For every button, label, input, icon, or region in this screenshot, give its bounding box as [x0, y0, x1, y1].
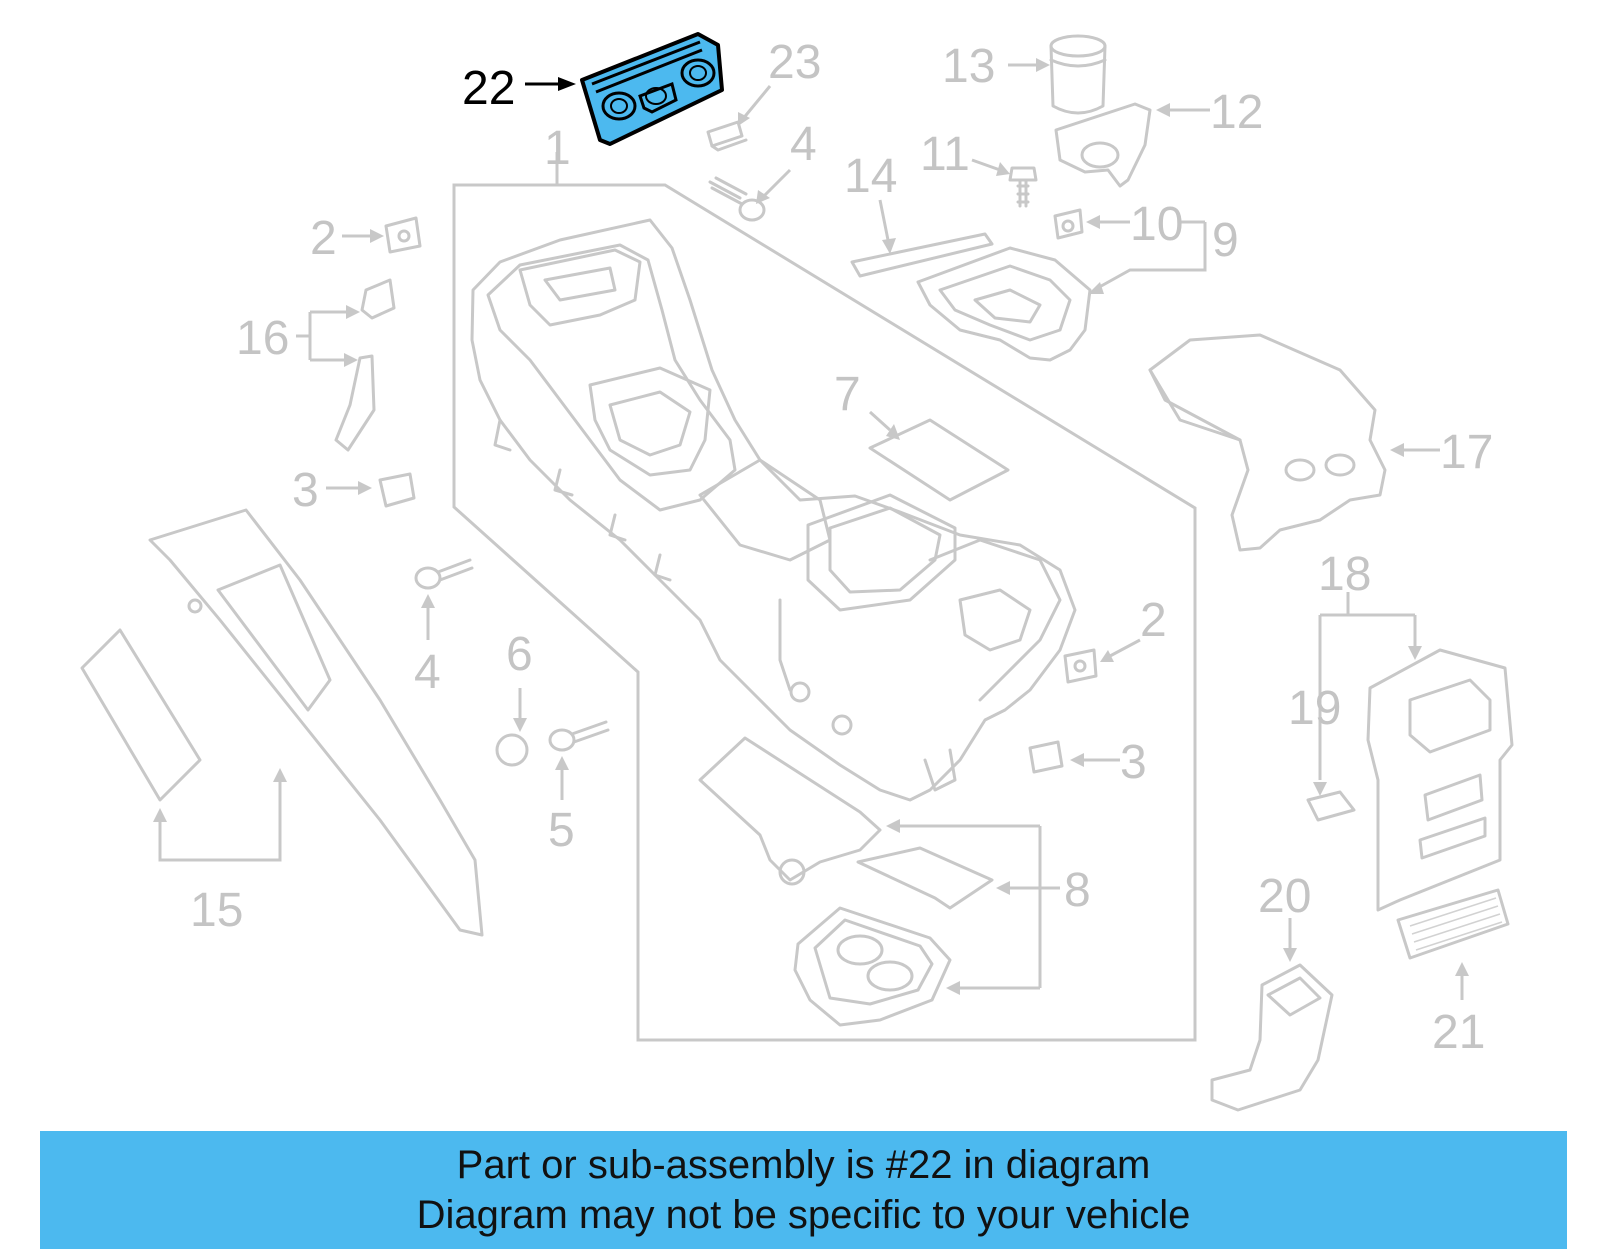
- leader-18: [1318, 592, 1417, 780]
- leader-16: [296, 310, 348, 362]
- callout-9[interactable]: 9: [1212, 214, 1239, 267]
- arrow-12: [1156, 103, 1170, 117]
- callout-3-left[interactable]: 3: [292, 464, 319, 517]
- part-7-mat: [868, 418, 1010, 502]
- arrow-9: [1088, 282, 1104, 294]
- leader-11: [971, 158, 1001, 172]
- part-13-cup: [1049, 34, 1107, 115]
- part-4-screw-left: [414, 558, 474, 590]
- part-3-clip-right: [1028, 740, 1064, 774]
- part-22-highlighted[interactable]: [580, 32, 724, 146]
- callout-1[interactable]: 1: [544, 122, 571, 175]
- banner-line-part: Part or sub-assembly is #22 in diagram: [456, 1143, 1151, 1187]
- arrow-4-left: [421, 594, 435, 608]
- callout-8[interactable]: 8: [1064, 864, 1091, 917]
- leader-7: [868, 410, 892, 432]
- callout-23[interactable]: 23: [768, 36, 821, 89]
- part-19-clip: [1306, 790, 1356, 822]
- callout-11[interactable]: 11: [920, 128, 970, 181]
- leader-2-right: [1109, 638, 1141, 658]
- part-17-armrest: [1148, 333, 1387, 552]
- part-3-clip-left: [378, 472, 416, 508]
- callout-4-top[interactable]: 4: [790, 118, 817, 171]
- center-console-drawing: [470, 218, 1077, 802]
- callout-17[interactable]: 17: [1440, 426, 1493, 479]
- leader-4-top: [760, 168, 792, 200]
- leader-9: [1093, 220, 1207, 292]
- callout-14[interactable]: 14: [844, 150, 897, 203]
- callout-6[interactable]: 6: [506, 628, 533, 681]
- callout-21[interactable]: 21: [1432, 1006, 1485, 1059]
- part-15-trim-panel: [80, 508, 484, 937]
- part-9-tray: [916, 246, 1092, 362]
- arrow-22: [558, 77, 576, 91]
- part-21-grille: [1396, 888, 1510, 960]
- part-4-screw-top: [708, 176, 766, 222]
- callout-15[interactable]: 15: [190, 884, 243, 937]
- arrow-7: [886, 424, 900, 440]
- part-18-rear-vent: [1366, 648, 1514, 912]
- arrow-23: [738, 112, 750, 126]
- callout-4-left[interactable]: 4: [414, 646, 441, 699]
- arrow-5: [555, 756, 569, 770]
- arrow-13: [1036, 58, 1050, 72]
- callout-5[interactable]: 5: [548, 804, 575, 857]
- arrow-16a: [346, 305, 360, 319]
- arrow-11: [996, 162, 1010, 176]
- arrow-15a: [153, 808, 167, 822]
- arrow-3-right: [1070, 753, 1084, 767]
- callout-2-top[interactable]: 2: [310, 212, 337, 265]
- arrow-8b: [996, 881, 1010, 895]
- arrow-19: [1313, 782, 1327, 796]
- arrow-2-right: [1100, 650, 1114, 662]
- callout-20[interactable]: 20: [1258, 870, 1311, 923]
- callout-2-right[interactable]: 2: [1140, 594, 1167, 647]
- callout-16[interactable]: 16: [236, 312, 289, 365]
- part-16-brackets: [334, 278, 396, 452]
- callout-3-right[interactable]: 3: [1120, 736, 1147, 789]
- leader-8: [900, 824, 1060, 990]
- arrow-10: [1086, 215, 1100, 229]
- callout-19[interactable]: 19: [1288, 682, 1341, 735]
- callout-13[interactable]: 13: [942, 40, 995, 93]
- part-5-screw: [548, 720, 610, 752]
- part-2-clip-top: [384, 216, 422, 254]
- callout-10[interactable]: 10: [1130, 198, 1183, 251]
- arrow-18: [1408, 646, 1422, 660]
- callout-12[interactable]: 12: [1210, 86, 1263, 139]
- arrow-16b: [344, 353, 358, 367]
- banner-line-disclaimer: Diagram may not be specific to your vehi…: [416, 1193, 1191, 1237]
- part-2-clip-right: [1063, 648, 1098, 684]
- arrow-4-top: [756, 190, 770, 204]
- arrow-3-left: [358, 481, 372, 495]
- arrow-2-top: [370, 229, 384, 243]
- arrow-14: [882, 238, 896, 254]
- arrow-6: [513, 718, 527, 732]
- assembly-boundary: [452, 183, 1197, 1042]
- info-banner: Part or sub-assembly is #22 in diagram D…: [40, 1131, 1567, 1249]
- part-23-drawing: [706, 120, 748, 152]
- callout-7[interactable]: 7: [834, 368, 861, 421]
- part-10-clip: [1053, 208, 1084, 240]
- part-11-bolt: [1008, 166, 1038, 208]
- part-6-ring: [495, 733, 529, 767]
- arrow-8a: [886, 819, 900, 833]
- arrow-20: [1283, 948, 1297, 962]
- part-8-bins: [698, 736, 994, 1027]
- arrow-8c: [946, 981, 960, 995]
- callout-18[interactable]: 18: [1318, 548, 1371, 601]
- part-14-strip: [850, 232, 994, 278]
- arrow-17: [1390, 443, 1404, 457]
- leader-23: [740, 85, 772, 121]
- leader-14: [878, 199, 890, 241]
- leader-15: [158, 780, 282, 862]
- part-12-bracket: [1054, 102, 1152, 188]
- callout-22[interactable]: 22: [462, 62, 515, 115]
- arrow-15b: [273, 768, 287, 782]
- part-20-duct: [1210, 963, 1334, 1112]
- arrow-21: [1455, 962, 1469, 976]
